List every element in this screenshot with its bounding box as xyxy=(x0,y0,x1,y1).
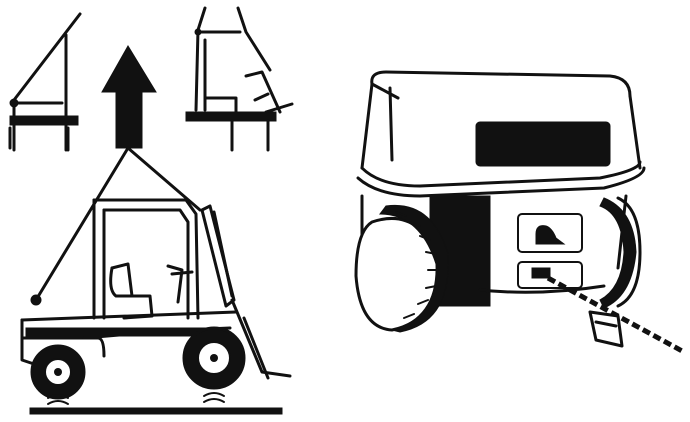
lifting-forklift-panel xyxy=(10,8,292,414)
cab-detail-right-icon xyxy=(186,8,292,150)
cab-detail-left-icon xyxy=(10,14,80,150)
lift-arrow-icon xyxy=(102,46,156,148)
forklift-icon xyxy=(22,200,290,414)
forklift-rear-icon xyxy=(356,72,644,332)
towing-forklift-panel xyxy=(356,72,684,352)
lifting-chain-icon xyxy=(36,148,200,300)
